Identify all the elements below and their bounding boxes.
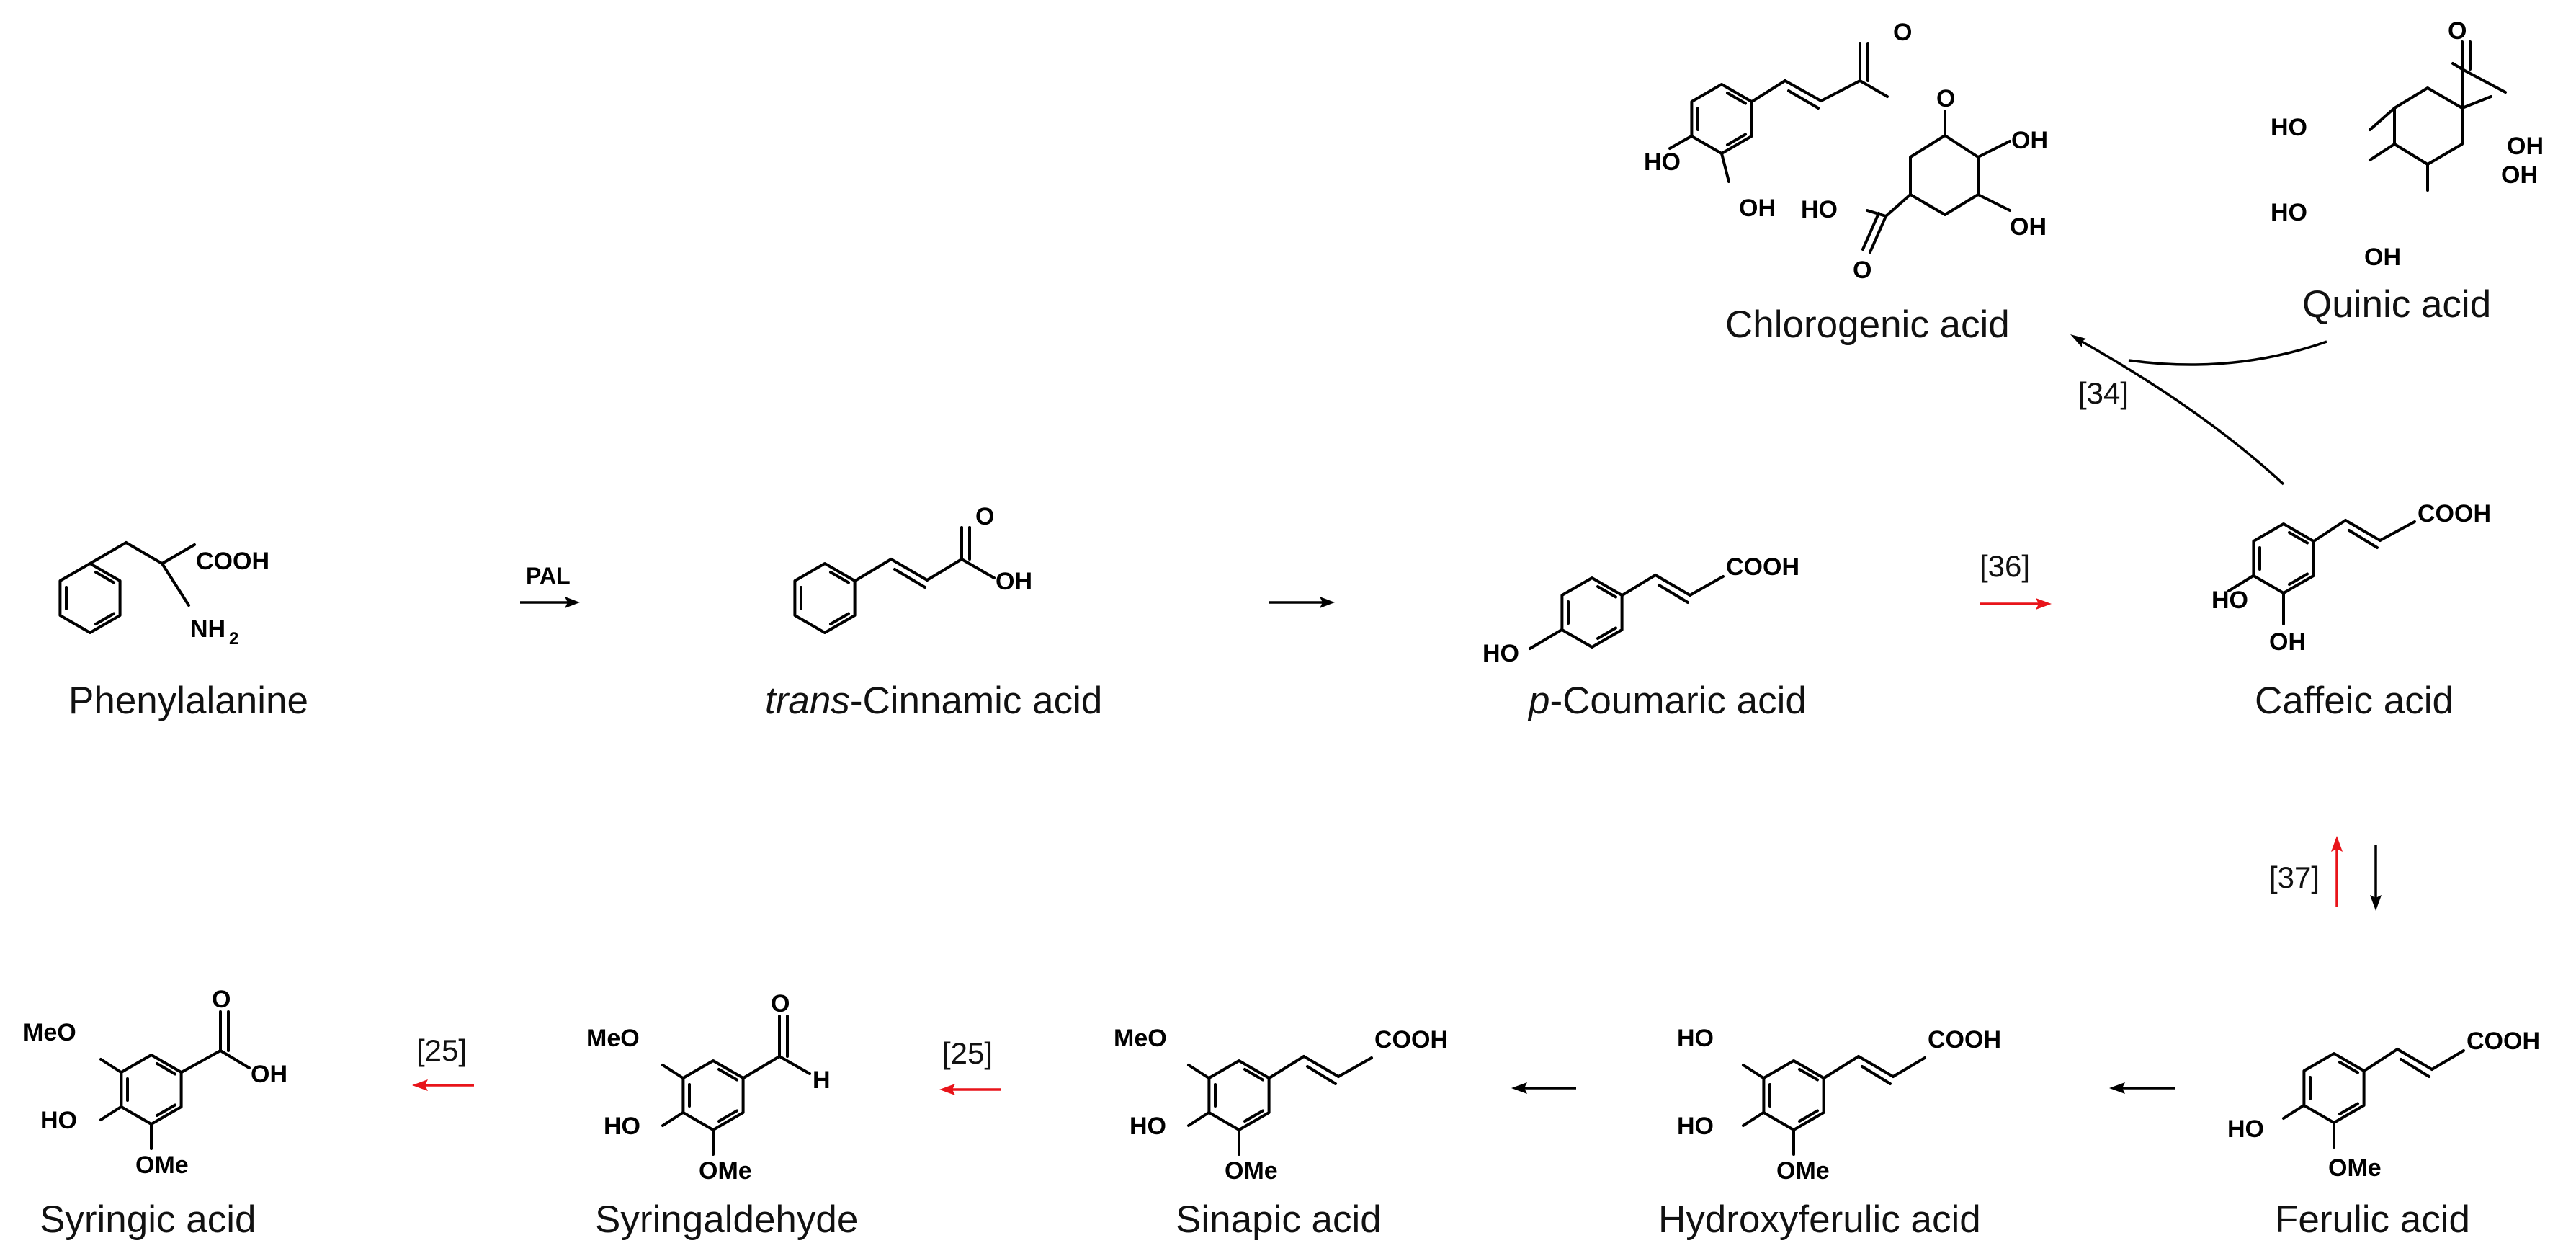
label-ho: HO — [1677, 1113, 1714, 1140]
compound-name: Chlorogenic acid — [1725, 303, 2010, 346]
label-cooh: COOH — [1928, 1026, 2001, 1054]
label-ome: OMe — [135, 1152, 189, 1179]
label-o-carbonyl: O — [1893, 19, 1912, 46]
label-o: O — [2448, 17, 2467, 45]
label-h: H — [813, 1066, 831, 1094]
label-ho: HO — [2227, 1115, 2264, 1143]
label-cooh: COOH — [196, 548, 269, 575]
label-o: O — [771, 990, 790, 1017]
label-oh: OH — [2364, 244, 2401, 271]
compound-trans-cinnamic-acid: O OH trans-Cinnamic acid — [765, 503, 1102, 722]
arrow-ref-36: [36] — [1980, 549, 2052, 610]
compound-syringaldehyde: O MeO H HO OMe Syringaldehyde — [586, 990, 858, 1241]
compound-name: trans-Cinnamic acid — [765, 680, 1102, 722]
label-o: O — [212, 986, 231, 1013]
label-oh: OH — [1739, 195, 1776, 222]
compound-name: Syringaldehyde — [595, 1198, 858, 1241]
compound-ferulic-acid: COOH HO OMe Ferulic acid — [2227, 1028, 2540, 1241]
compound-hydroxyferulic-acid: HO COOH HO OMe Hydroxyferulic acid — [1658, 1025, 2001, 1241]
label-oh: OH — [2501, 161, 2538, 189]
label-meo: MeO — [23, 1019, 76, 1046]
label-ho: HO — [1130, 1113, 1166, 1140]
arrow-pal: PAL — [520, 563, 580, 608]
label-oh: OH — [251, 1061, 287, 1088]
arrow-ferulic-to-hydroxyferulic — [2109, 1082, 2175, 1094]
compound-caffeic-acid: COOH HO OH Caffeic acid — [2211, 500, 2491, 722]
label-meo: MeO — [586, 1025, 640, 1052]
arrow-ref-37: [37] — [2269, 836, 2382, 911]
label-ho: HO — [2271, 114, 2307, 141]
reference-label-25: [25] — [942, 1036, 993, 1070]
label-o: O — [975, 503, 994, 530]
label-oh: OH — [2011, 127, 2048, 154]
compound-sinapic-acid: MeO COOH HO OMe Sinapic acid — [1114, 1025, 1448, 1241]
label-ome: OMe — [2328, 1154, 2382, 1182]
reference-label-34: [34] — [2078, 376, 2129, 410]
label-ho: HO — [2271, 199, 2307, 226]
arrow-ref-25-first: [25] — [939, 1036, 1001, 1095]
label-oh: OH — [2010, 213, 2047, 241]
label-ho: HO — [1482, 640, 1519, 667]
reference-label-25: [25] — [416, 1033, 467, 1067]
compound-name: Quinic acid — [2302, 283, 2491, 326]
compound-name: Sinapic acid — [1176, 1198, 1382, 1241]
label-ho: HO — [40, 1107, 77, 1134]
label-ome: OMe — [1225, 1157, 1278, 1185]
label-meo: MeO — [1114, 1025, 1167, 1052]
label-ome: OMe — [699, 1157, 752, 1185]
label-nh: NH — [190, 615, 225, 643]
label-o-ester: O — [1936, 85, 1955, 112]
label-ho: HO — [1644, 148, 1681, 176]
arrow-cinnamic-to-coumaric — [1269, 597, 1335, 608]
label-cooh: COOH — [1726, 553, 1799, 581]
reference-label-37: [37] — [2269, 860, 2320, 894]
compound-chlorogenic-acid: O O HO OH OH HO OH O Chlorogenic acid — [1644, 19, 2048, 346]
compound-syringic-acid: O MeO OH HO OMe Syringic acid — [23, 986, 287, 1241]
label-ho: HO — [1677, 1025, 1714, 1052]
arrow-ref-25-second: [25] — [412, 1033, 474, 1091]
label-cooh: COOH — [2467, 1028, 2540, 1055]
compound-name: Hydroxyferulic acid — [1658, 1198, 1981, 1241]
label-oh: OH — [996, 568, 1032, 595]
compound-p-coumaric-acid: COOH HO p-Coumaric acid — [1482, 553, 1807, 722]
reference-label-36: [36] — [1980, 549, 2030, 583]
label-ho: HO — [1801, 196, 1838, 223]
enzyme-label-pal: PAL — [526, 563, 571, 589]
label-nh-subscript: 2 — [229, 629, 238, 649]
arrow-hydroxyferulic-to-sinapic — [1511, 1082, 1576, 1094]
label-oh: OH — [2269, 628, 2306, 656]
label-oh: OH — [2507, 133, 2544, 160]
compound-name: p-Coumaric acid — [1527, 680, 1807, 722]
label-ho: HO — [604, 1113, 640, 1140]
compound-name: Syringic acid — [40, 1198, 256, 1241]
compound-name: Phenylalanine — [68, 680, 308, 722]
label-o: O — [1853, 257, 1871, 284]
compound-quinic-acid: O HO OH OH HO OH Quinic acid — [2271, 17, 2544, 326]
label-cooh: COOH — [1374, 1026, 1448, 1054]
label-ome: OMe — [1776, 1157, 1830, 1185]
arrow-ref-34: [34] — [2070, 334, 2327, 486]
label-ho: HO — [2211, 587, 2248, 614]
label-cooh: COOH — [2418, 500, 2491, 527]
compound-phenylalanine: COOH NH 2 Phenylalanine — [58, 541, 308, 722]
compound-name: Ferulic acid — [2275, 1198, 2470, 1241]
compound-name: Caffeic acid — [2255, 680, 2454, 722]
